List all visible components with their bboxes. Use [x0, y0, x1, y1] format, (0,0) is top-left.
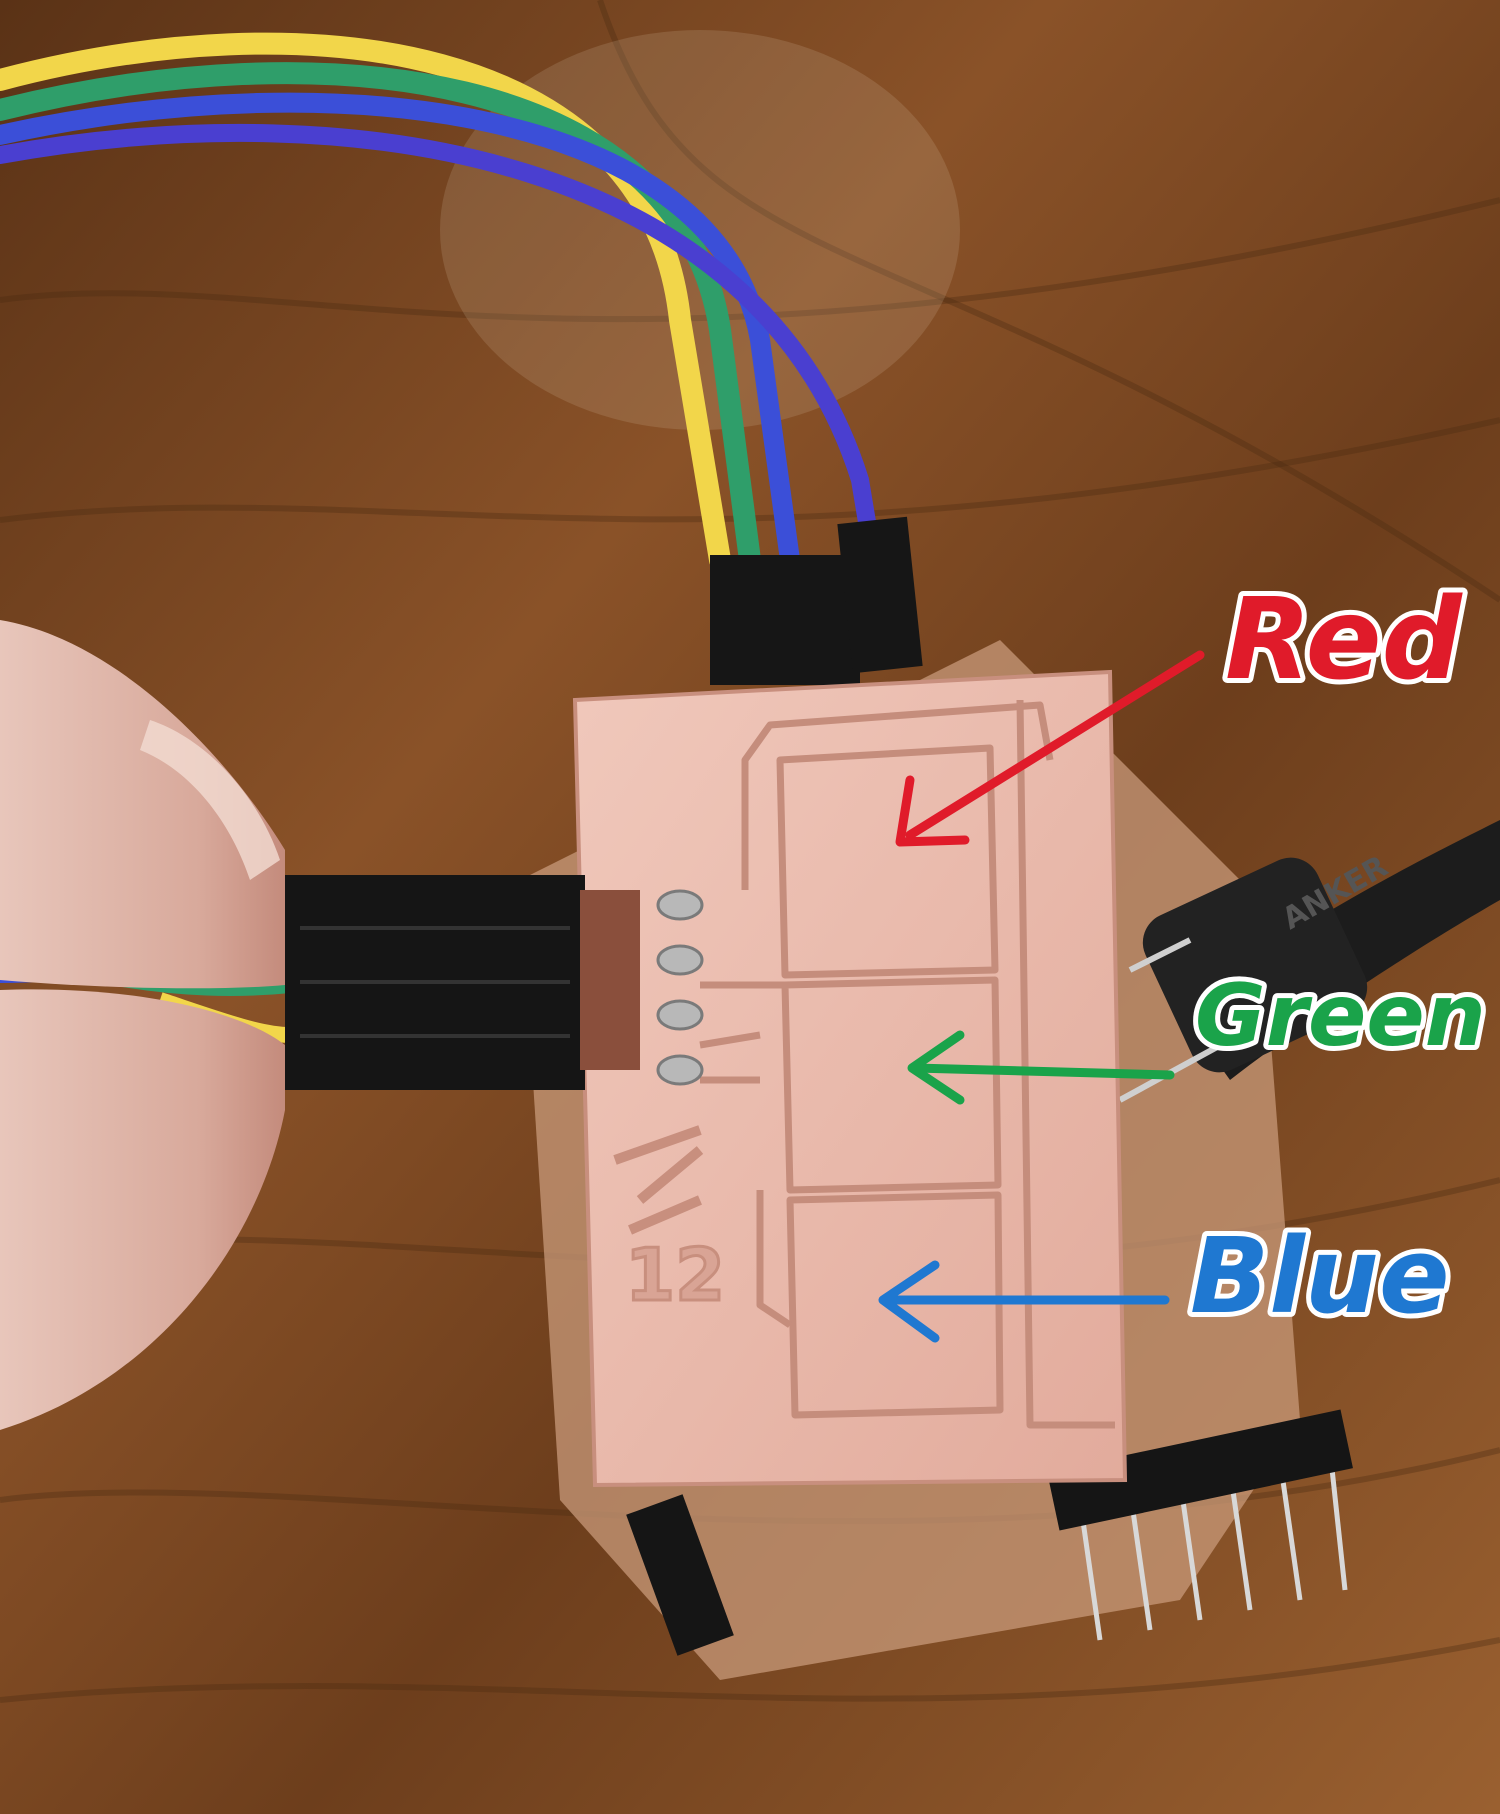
pad-blue: [786, 1191, 1004, 1419]
finger-index: [0, 989, 285, 1430]
fingernail: [140, 720, 280, 880]
header-block: [1047, 1409, 1353, 1531]
top-connector-single: [837, 516, 923, 674]
pad-red: [776, 744, 999, 979]
top-connector: [710, 555, 860, 685]
usb-plug: [1142, 857, 1368, 1073]
pad-green: [781, 976, 1002, 1194]
label-green: Green: [1195, 966, 1486, 1066]
arrow-red: [895, 650, 1205, 847]
left-header-block: [626, 1494, 734, 1656]
wire-blue: [0, 92, 800, 570]
pcb-board: 12: [572, 669, 1128, 1488]
finger-thumb: [0, 620, 285, 989]
arrow-green: [907, 1030, 1175, 1105]
solder-joints: [656, 889, 704, 1086]
label-red: Red: [1225, 575, 1464, 705]
board-marking: 12: [625, 1233, 725, 1317]
wire-violet: [0, 124, 879, 549]
side-connector-slots: [300, 926, 570, 1038]
usb-metal-tip: [1118, 937, 1232, 1103]
arrow-blue: [878, 1260, 1170, 1343]
board-logo: [613, 1125, 704, 1235]
pin-housing: [580, 890, 640, 1070]
wire-bundle: [0, 32, 879, 571]
label-blue: Blue: [1190, 1215, 1450, 1337]
